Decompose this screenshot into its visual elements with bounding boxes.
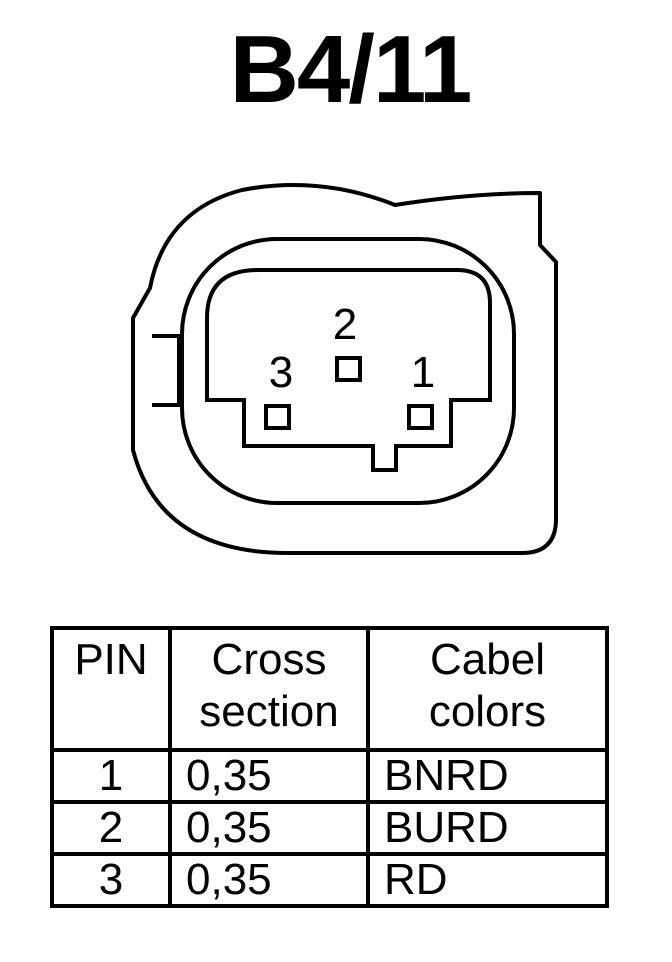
table-row: 2 0,35 BURD [50, 800, 609, 856]
cell-pin: 3 [50, 852, 172, 908]
connector-pin-face [205, 268, 492, 472]
cell-cross-section: 0,35 [168, 800, 370, 856]
cell-pin: 2 [50, 800, 172, 856]
table-header-row: PIN Cross section Cabel colors [50, 626, 609, 752]
header-colors-line1: Cabel [430, 635, 545, 684]
cell-cross-section: 0,35 [168, 748, 370, 804]
header-cross-section-line2: section [199, 687, 339, 736]
pin-3-socket [264, 404, 291, 430]
header-cable-colors: Cabel colors [366, 626, 609, 752]
connector-side-latch [152, 334, 181, 407]
pin-1-label: 1 [411, 348, 435, 397]
cell-pin: 1 [50, 748, 172, 804]
header-cross-section-line1: Cross [211, 635, 327, 684]
pin-3-label: 3 [269, 348, 293, 397]
table-row: 3 0,35 RD [50, 852, 609, 908]
connector-housing-outline [131, 183, 558, 555]
pin-1-socket [407, 404, 434, 430]
cell-cable-color: BNRD [366, 748, 609, 804]
cell-cable-color: RD [366, 852, 609, 908]
pin-assignment-table: PIN Cross section Cabel colors 1 0,35 BN… [50, 626, 609, 908]
pin-2-label: 2 [333, 300, 357, 349]
cell-cross-section: 0,35 [168, 852, 370, 908]
cell-cable-color: BURD [366, 800, 609, 856]
header-pin-label: PIN [74, 635, 148, 684]
header-colors-line2: colors [428, 687, 547, 736]
pin-2-socket [335, 356, 362, 382]
connector-title: B4/11 [229, 16, 473, 123]
header-pin: PIN [50, 626, 172, 752]
table-row: 1 0,35 BNRD [50, 748, 609, 804]
header-cross-section: Cross section [168, 626, 370, 752]
connector-inner-cavity [180, 237, 516, 505]
connector-face-diagram: 2 3 1 [131, 183, 558, 555]
